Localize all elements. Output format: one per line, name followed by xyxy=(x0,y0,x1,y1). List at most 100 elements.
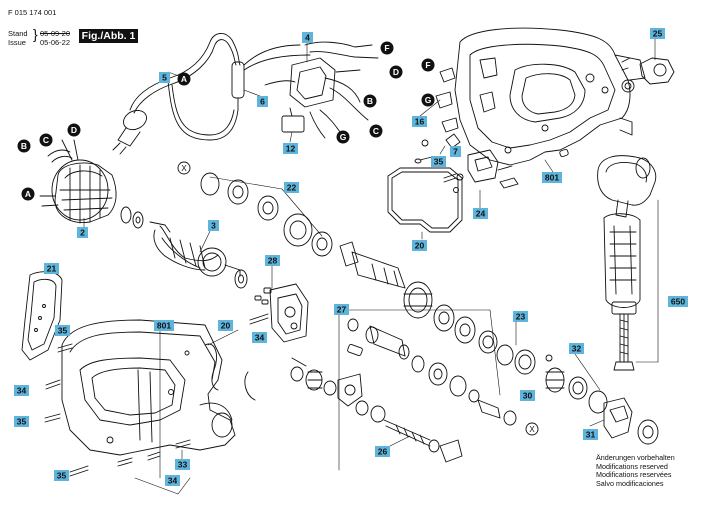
callout-number: 25 xyxy=(653,29,663,39)
callout-16: 16 xyxy=(412,116,427,127)
callout-28: 28 xyxy=(265,255,280,266)
callout-3: 3 xyxy=(208,220,219,231)
callout-6: 6 xyxy=(257,96,268,107)
marker-disc xyxy=(369,124,383,138)
callout-box xyxy=(44,263,59,274)
connector-parts-drawing xyxy=(414,67,461,164)
marker-letter: G xyxy=(425,95,432,105)
x-letter: X xyxy=(181,164,187,173)
callout-650: 650 xyxy=(668,296,688,307)
callout-801b: 801 xyxy=(542,172,562,183)
marker-letter: D xyxy=(71,125,77,135)
callout-box xyxy=(252,332,267,343)
callout-number: 30 xyxy=(523,391,533,401)
callout-number: 20 xyxy=(415,241,425,251)
callout-number: 21 xyxy=(47,264,57,274)
lower-spindle-drawing xyxy=(290,318,517,463)
callout-number: 35 xyxy=(17,417,27,427)
callout-box xyxy=(77,227,88,238)
x-letter: X xyxy=(529,425,535,434)
reference-x-mark: X xyxy=(177,161,191,175)
callout-number: 34 xyxy=(17,386,27,396)
callout-number: 3 xyxy=(211,221,216,231)
callout-35b: 35 xyxy=(14,416,29,427)
callout-number: 23 xyxy=(516,312,526,322)
note-de: Änderungen vorbehalten xyxy=(596,453,675,462)
callout-20b: 20 xyxy=(412,240,427,251)
callout-4: 4 xyxy=(302,32,313,43)
housing-shell-drawing xyxy=(454,27,646,166)
callout-box xyxy=(54,470,69,481)
field-coil-drawing xyxy=(39,139,117,224)
callout-box xyxy=(513,311,528,322)
callout-box xyxy=(520,390,535,401)
marker-disc xyxy=(389,65,403,79)
connection-marker-d: D xyxy=(389,65,403,79)
connection-marker-a: A xyxy=(21,187,35,201)
marker-disc xyxy=(67,123,81,137)
connection-marker-g: G xyxy=(421,93,435,107)
gear-housing-drawing xyxy=(254,283,309,343)
figure-label: Fig./Abb. 1 xyxy=(79,29,138,43)
chuck-parts-drawing xyxy=(496,344,659,445)
callout-number: 35 xyxy=(434,157,444,167)
callout-20a: 20 xyxy=(218,320,233,331)
brush-holder-drawing xyxy=(387,148,569,233)
callout-box xyxy=(218,320,233,331)
marker-letter: C xyxy=(373,126,379,136)
callout-box xyxy=(473,208,488,219)
bearing-set-drawing xyxy=(200,172,333,257)
callout-34a: 34 xyxy=(252,332,267,343)
marker-letter: F xyxy=(384,43,389,53)
callout-box xyxy=(159,72,170,83)
reference-x-mark: X xyxy=(525,422,539,436)
callout-number: 20 xyxy=(221,321,231,331)
marker-disc xyxy=(336,130,350,144)
callout-number: 27 xyxy=(337,305,347,315)
note-en: Modifications reserved xyxy=(596,461,668,471)
callout-number: 33 xyxy=(178,460,188,470)
x-ring xyxy=(525,422,539,436)
callout-35d: 35 xyxy=(431,156,446,167)
callout-box xyxy=(55,325,70,336)
callout-2: 2 xyxy=(77,227,88,238)
callout-number: 801 xyxy=(157,321,171,331)
callout-number: 35 xyxy=(57,471,67,481)
callout-35c: 35 xyxy=(54,470,69,481)
stand-label: Stand xyxy=(8,29,28,38)
callout-25: 25 xyxy=(650,28,665,39)
callout-number: 801 xyxy=(545,173,559,183)
callout-number: 6 xyxy=(260,97,265,107)
connection-marker-b: B xyxy=(17,139,31,153)
callout-23: 23 xyxy=(513,311,528,322)
issue-label: Issue xyxy=(8,38,26,47)
connection-marker-f: F xyxy=(421,58,435,72)
callout-30: 30 xyxy=(520,390,535,401)
callout-box xyxy=(302,32,313,43)
spindle-gear-drawing xyxy=(339,241,498,354)
armature-drawing xyxy=(120,206,248,289)
callout-27: 27 xyxy=(334,304,349,315)
marker-disc xyxy=(21,187,35,201)
switch-assembly-drawing xyxy=(264,41,379,139)
marker-letter: A xyxy=(25,189,31,199)
callout-24: 24 xyxy=(473,208,488,219)
marker-letter: B xyxy=(21,141,27,151)
callout-number: 24 xyxy=(476,209,486,219)
callout-number: 35 xyxy=(58,326,68,336)
callout-box xyxy=(668,296,688,307)
callout-box xyxy=(450,146,461,157)
callout-box xyxy=(14,385,29,396)
callout-number: 4 xyxy=(305,33,310,43)
callout-5: 5 xyxy=(159,72,170,83)
part-number: F 015 174 001 xyxy=(8,8,57,17)
x-ring xyxy=(177,161,191,175)
callout-number: 31 xyxy=(586,430,596,440)
connection-marker-f: F xyxy=(380,41,394,55)
note-es: Salvo modificaciones xyxy=(596,478,664,488)
callout-box xyxy=(542,172,562,183)
marker-disc xyxy=(39,133,53,147)
callout-number: 22 xyxy=(287,183,297,193)
auxiliary-handle-drawing xyxy=(597,155,657,371)
